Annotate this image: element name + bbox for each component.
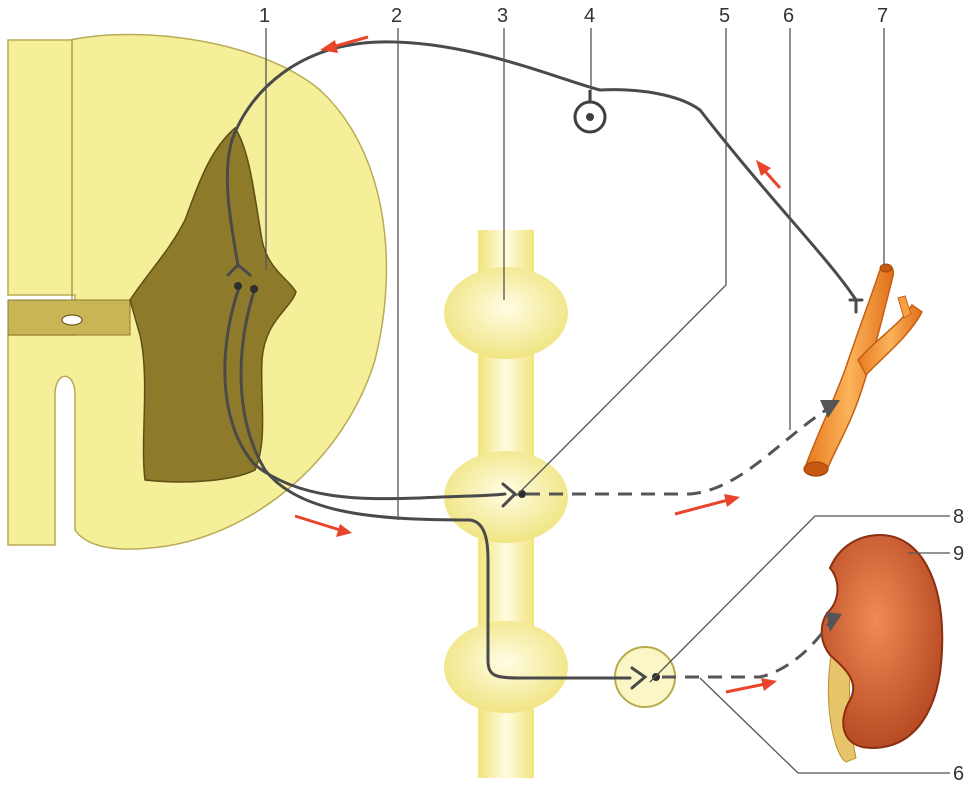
label-8: 8 — [953, 506, 964, 528]
arrow-top-left — [320, 37, 368, 53]
label-6-top: 6 — [783, 5, 794, 27]
synapse-dot-1b — [250, 285, 258, 293]
receptor-ending — [850, 300, 862, 312]
vessel-branch-tip — [898, 296, 911, 318]
sensory-ganglion-4 — [575, 90, 605, 132]
leader-5 — [516, 28, 726, 496]
vessel-main — [806, 266, 893, 472]
label-6-bottom: 6 — [953, 763, 964, 785]
label-7: 7 — [877, 5, 888, 27]
label-5: 5 — [719, 5, 730, 27]
synapse-dot-5 — [518, 490, 526, 498]
label-9: 9 — [953, 543, 964, 565]
postganglionic-to-kidney — [662, 622, 830, 677]
trunk-ganglion-upper — [444, 267, 568, 359]
label-2: 2 — [391, 5, 402, 27]
blood-vessel — [804, 264, 922, 476]
postganglionic-to-vessel — [526, 410, 826, 494]
label-4: 4 — [584, 5, 595, 27]
synapse-dot-1a — [234, 282, 242, 290]
kidney — [822, 535, 943, 762]
central-canal — [62, 315, 82, 325]
arrow-middle-right — [675, 494, 740, 514]
label-3: 3 — [497, 5, 508, 27]
trunk-ganglion-lower — [444, 621, 568, 713]
spinal-cord-section — [8, 34, 386, 549]
label-1: 1 — [259, 5, 270, 27]
arrow-bottom-right — [726, 678, 777, 692]
synapse-dot-8 — [652, 673, 660, 681]
vessel-lumen-bottom — [804, 462, 828, 476]
vessel-lumen-top — [880, 264, 892, 272]
postganglionic-fibers — [526, 410, 830, 677]
arrow-left-bottom — [295, 516, 352, 537]
